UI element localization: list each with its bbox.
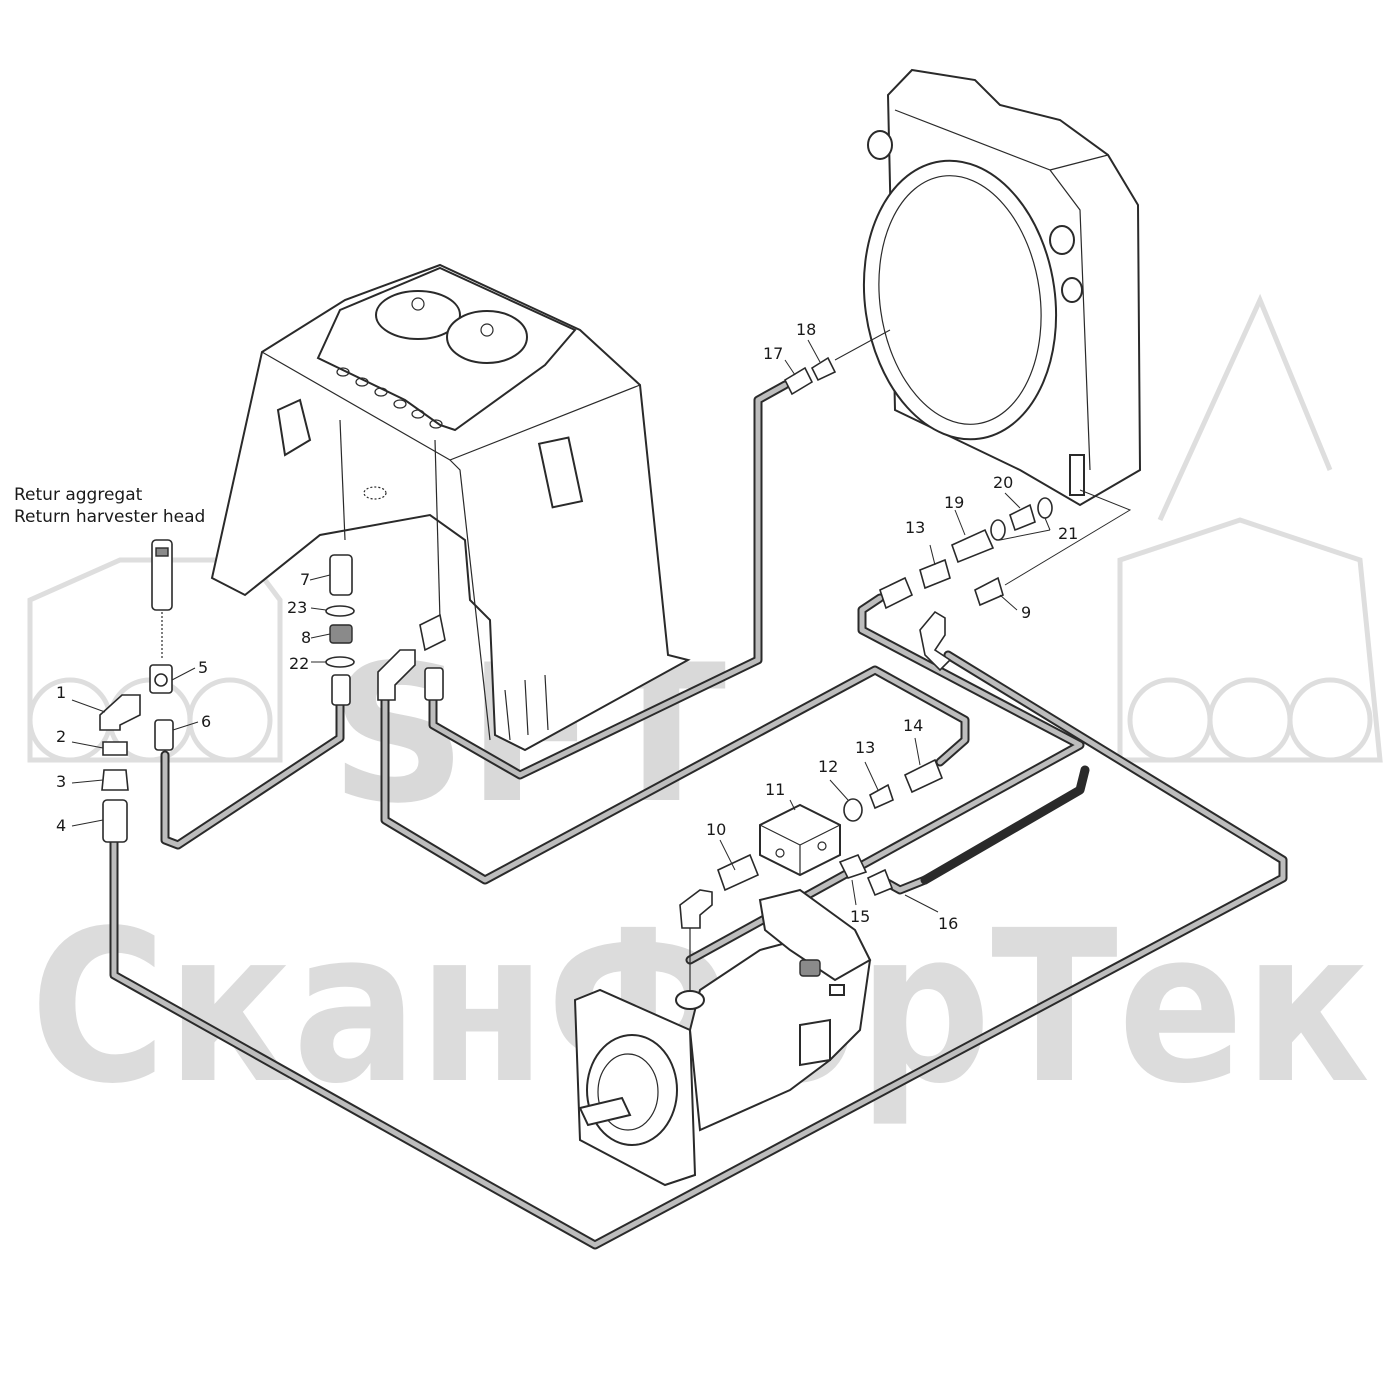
hose-end-14 bbox=[903, 758, 944, 794]
valve-19 bbox=[951, 528, 995, 564]
tank-port-block bbox=[419, 613, 446, 652]
leader-lines bbox=[71, 329, 1132, 913]
fitting-13-upper bbox=[919, 558, 951, 590]
fitting-6 bbox=[154, 719, 174, 751]
hose-tank-to-cooler bbox=[428, 380, 790, 780]
nut-3 bbox=[101, 769, 129, 791]
motor-face bbox=[586, 1034, 678, 1146]
tank-window bbox=[276, 398, 312, 457]
callout-13-lower: 13 bbox=[855, 738, 875, 757]
tank-cap-right bbox=[446, 310, 528, 364]
callout-2: 2 bbox=[56, 727, 66, 746]
fitting-20 bbox=[1009, 503, 1036, 532]
cooler-port-upper bbox=[1049, 225, 1075, 255]
note-return-harvester-head: Return harvester head bbox=[14, 507, 205, 527]
hose-block-to-14 bbox=[920, 765, 1090, 885]
hose-end-22 bbox=[331, 674, 351, 706]
callout-10: 10 bbox=[706, 820, 726, 839]
callout-14: 14 bbox=[903, 716, 923, 735]
motor-shaft bbox=[578, 1096, 632, 1127]
o-ring-21a bbox=[990, 519, 1006, 541]
hose-end-16 bbox=[866, 868, 894, 897]
tank-cap-left bbox=[375, 290, 461, 340]
elbow-10 bbox=[679, 889, 713, 929]
oil-cooler bbox=[862, 68, 1142, 507]
motor-body bbox=[688, 928, 872, 1132]
hose-tank-inlet bbox=[160, 690, 345, 850]
note-retur-aggregat: Retur aggregat bbox=[14, 485, 143, 505]
cooler-bracket bbox=[1069, 454, 1085, 496]
callout-17: 17 bbox=[763, 344, 783, 363]
cooler-port-side bbox=[867, 130, 893, 160]
hose-tank-to-block bbox=[380, 665, 970, 885]
tank-elbow bbox=[377, 649, 416, 701]
fitting-10 bbox=[717, 853, 760, 892]
callout-7: 7 bbox=[300, 570, 310, 589]
fitting-7 bbox=[329, 554, 353, 596]
hydraulic-tank bbox=[210, 263, 691, 752]
cooler-fan-ring bbox=[862, 159, 1058, 441]
callout-11: 11 bbox=[765, 780, 785, 799]
callout-3: 3 bbox=[56, 772, 66, 791]
callout-8: 8 bbox=[301, 628, 311, 647]
callout-15: 15 bbox=[850, 907, 870, 926]
callout-16: 16 bbox=[938, 914, 958, 933]
motor-valve-head bbox=[758, 888, 872, 982]
callout-21: 21 bbox=[1058, 524, 1078, 543]
tank-top-ports bbox=[336, 367, 443, 429]
hoses bbox=[109, 380, 1288, 1250]
callout-18: 18 bbox=[796, 320, 816, 339]
fitting-2 bbox=[102, 741, 128, 756]
fitting-15 bbox=[838, 853, 868, 879]
valve-block bbox=[759, 803, 841, 877]
motor-port bbox=[675, 990, 705, 1010]
fitting-8 bbox=[329, 624, 353, 644]
callout-19: 19 bbox=[944, 493, 964, 512]
callout-9: 9 bbox=[1021, 603, 1031, 622]
fittings bbox=[99, 356, 1053, 929]
fitting-4 bbox=[102, 799, 128, 843]
callout-23: 23 bbox=[287, 598, 307, 617]
tank-bottom-fitting bbox=[424, 667, 444, 701]
fitting-18 bbox=[810, 356, 837, 382]
check-valve bbox=[151, 539, 173, 611]
callout-13-upper: 13 bbox=[905, 518, 925, 537]
callout-1: 1 bbox=[56, 683, 66, 702]
hydraulic-motor bbox=[573, 888, 872, 1187]
callout-12: 12 bbox=[818, 757, 838, 776]
o-ring-23 bbox=[325, 605, 355, 617]
fitting-9 bbox=[974, 576, 1004, 607]
callout-4: 4 bbox=[56, 816, 66, 835]
hose-cooler-to-motor bbox=[685, 593, 1085, 965]
callout-6: 6 bbox=[201, 712, 211, 731]
elbow-1 bbox=[99, 694, 141, 731]
o-ring-22 bbox=[325, 656, 355, 668]
callouts: 1 2 3 4 5 6 7 8 9 10 11 12 13 13 14 15 1… bbox=[56, 320, 1078, 933]
plug-12 bbox=[843, 798, 863, 822]
cooler-port-lower bbox=[1061, 277, 1083, 303]
callout-5: 5 bbox=[198, 658, 208, 677]
hose-return-main bbox=[109, 650, 1288, 1250]
o-ring-21b bbox=[1037, 497, 1053, 519]
hose-end-upper bbox=[879, 576, 914, 610]
callout-20: 20 bbox=[993, 473, 1013, 492]
fitting-17 bbox=[783, 366, 814, 396]
fitting-13-lower bbox=[869, 783, 894, 810]
tank-sight-glass bbox=[537, 436, 584, 509]
callout-22: 22 bbox=[289, 654, 309, 673]
elbow-9 bbox=[919, 610, 952, 672]
